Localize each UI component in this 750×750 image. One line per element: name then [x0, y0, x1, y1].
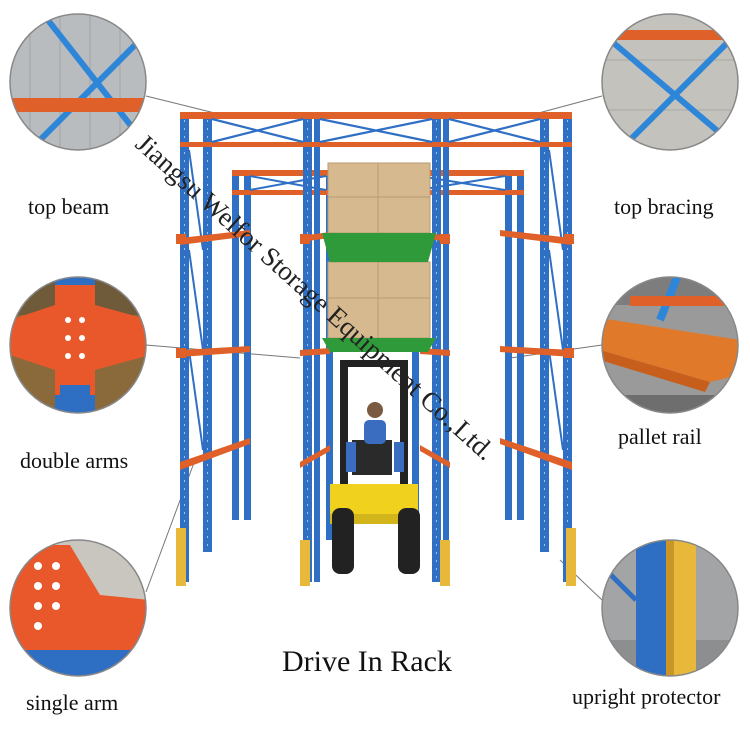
forklift — [330, 360, 420, 574]
top-beam-detail — [9, 13, 147, 151]
pallet-load — [322, 162, 436, 352]
label-top-bracing: top bracing — [614, 194, 714, 219]
label-pallet-rail: pallet rail — [618, 424, 702, 449]
rack-structure — [176, 112, 576, 586]
upright-protector-detail — [601, 539, 739, 677]
label-upright-protector: upright protector — [572, 684, 721, 709]
single-arm-detail — [9, 539, 147, 677]
top-bracing-detail — [601, 13, 739, 151]
label-top-beam: top beam — [28, 194, 110, 219]
label-single-arm: single arm — [26, 690, 119, 715]
diagram-title: Drive In Rack — [282, 645, 452, 678]
label-double-arms: double arms — [20, 448, 129, 473]
double-arms-detail — [9, 276, 147, 414]
pallet-rail-detail — [601, 276, 739, 414]
